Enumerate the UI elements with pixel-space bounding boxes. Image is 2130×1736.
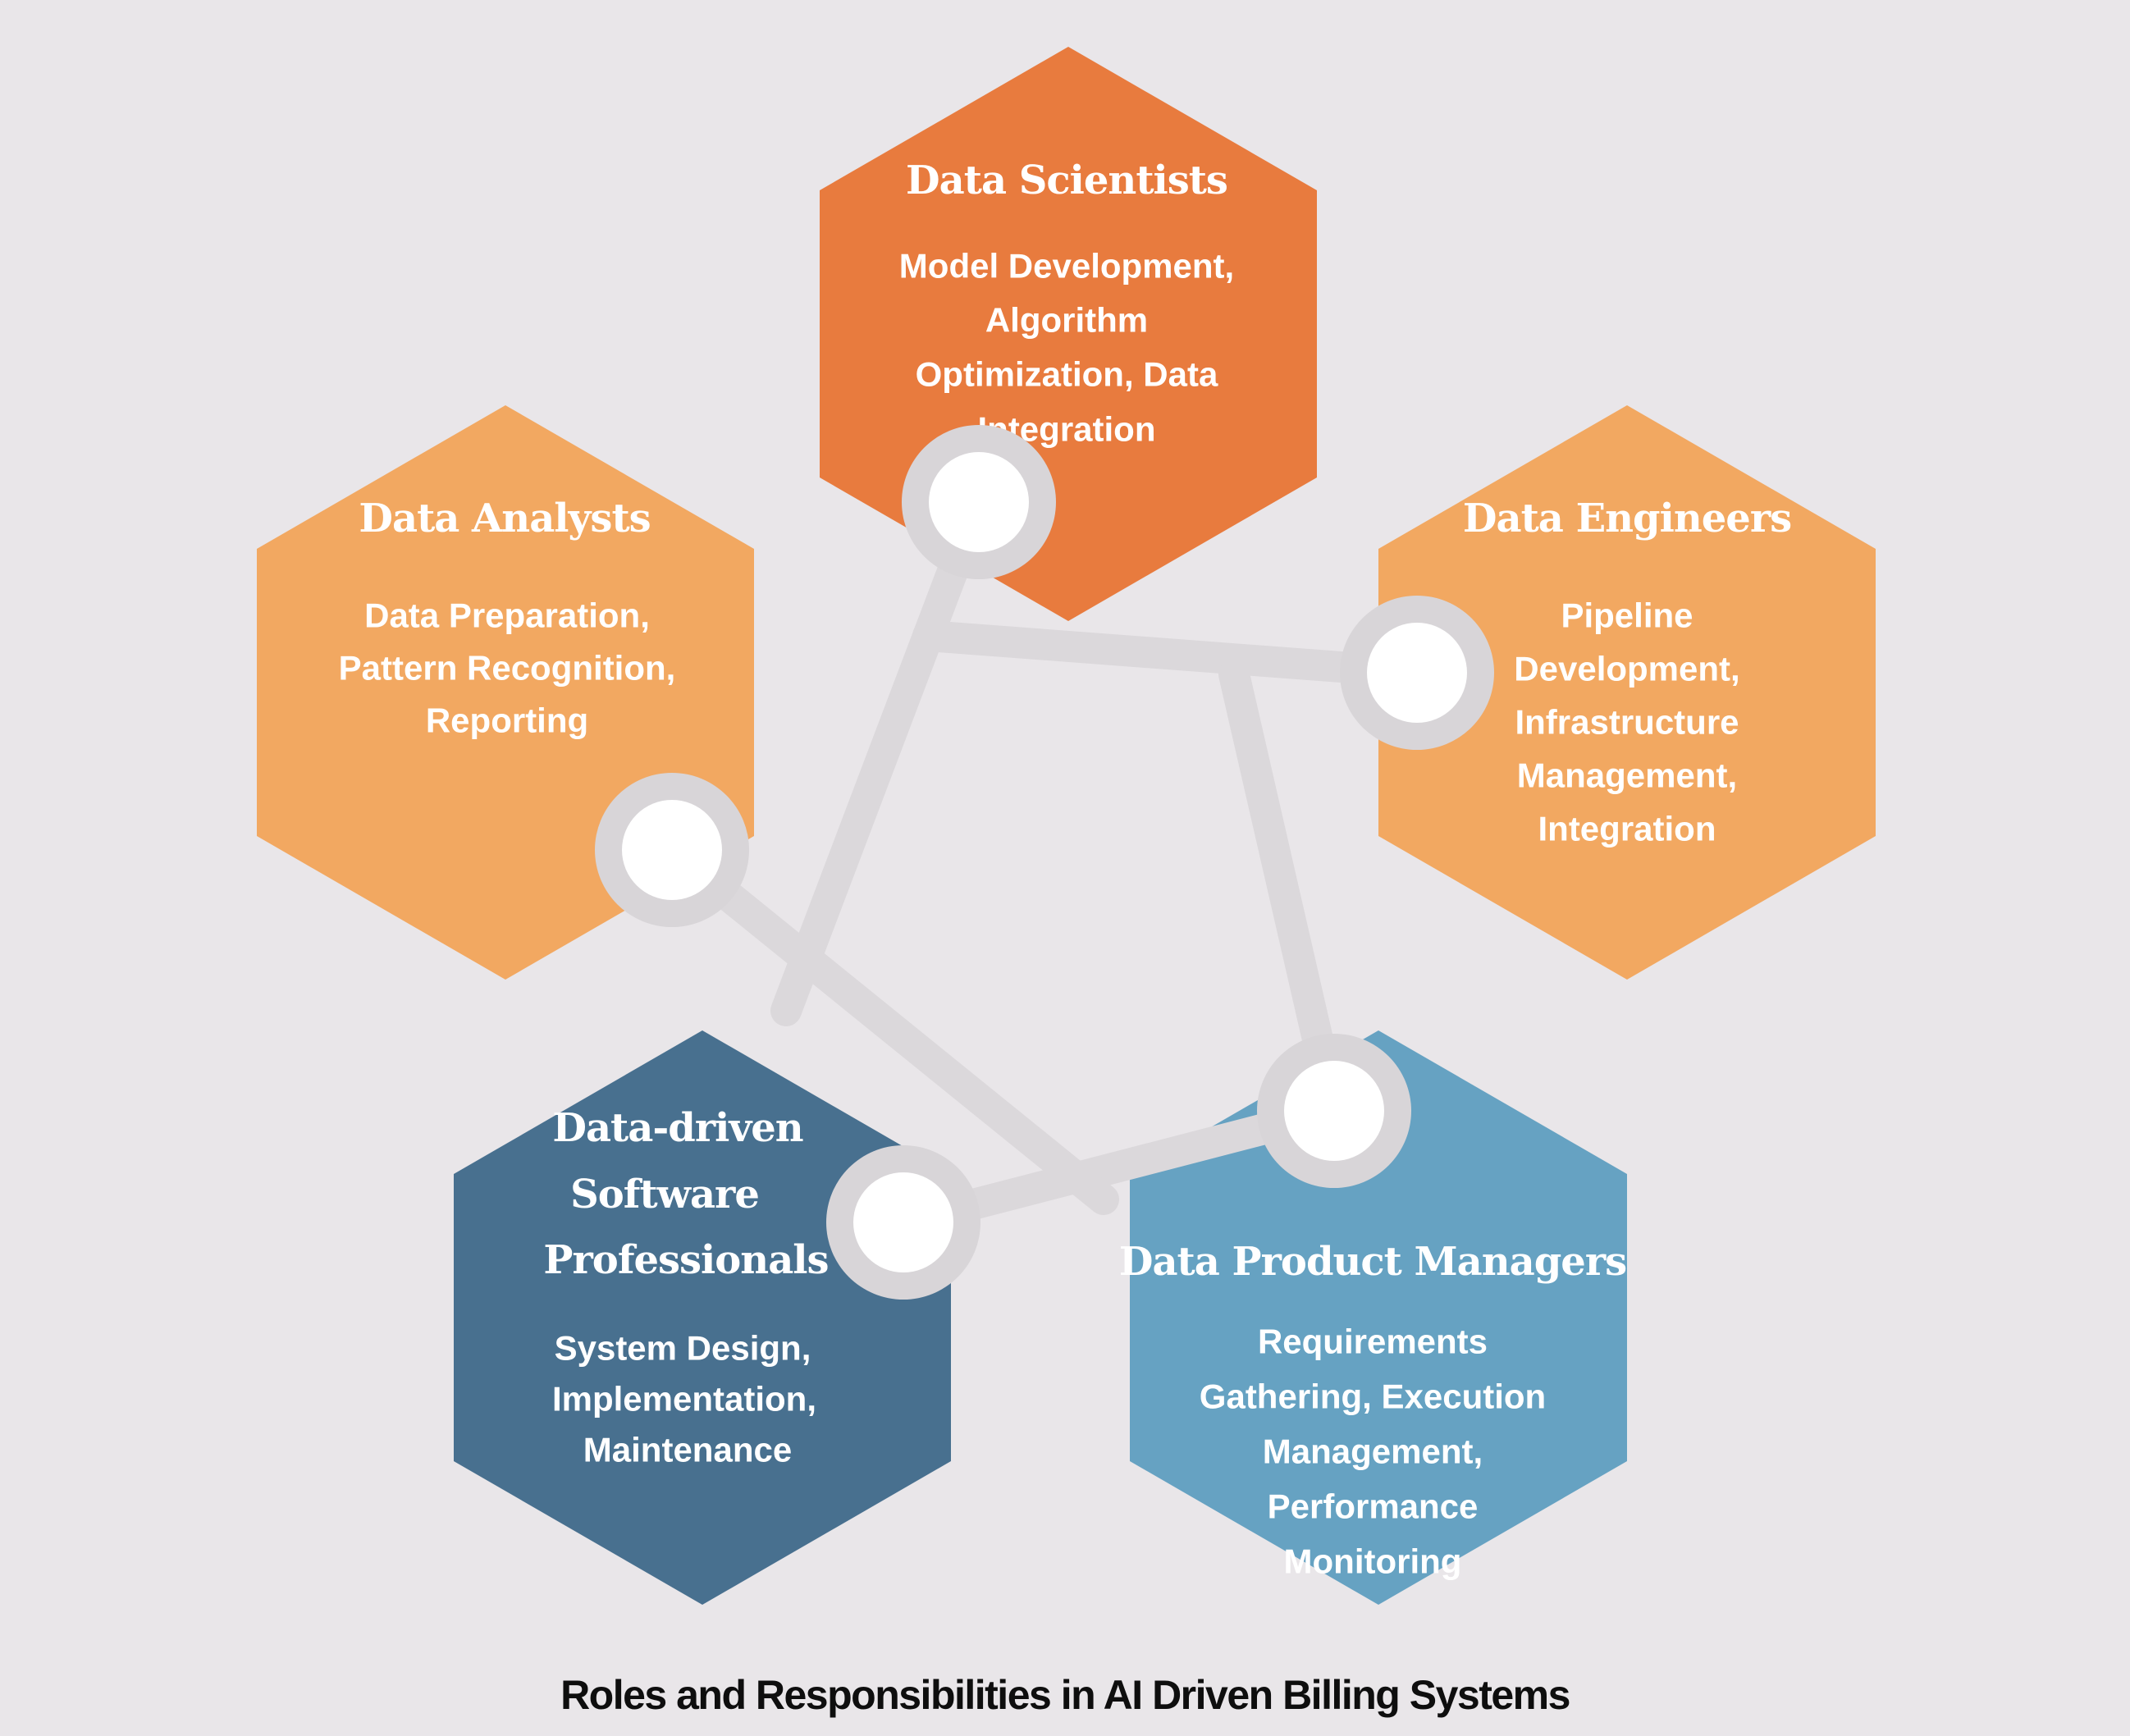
connector-nodes — [595, 425, 1494, 1300]
hexagon-body-line: Reporting — [426, 701, 588, 740]
hexagon-data-product-managers: Data Product Managers Requirements Gathe… — [1119, 1030, 1627, 1605]
node-center — [1284, 1061, 1384, 1161]
hexagon-body-line: Infrastructure — [1515, 703, 1739, 742]
hexagon-title-data-analysts: Data Analysts — [359, 496, 650, 541]
hexagon-title-line: Software — [570, 1172, 759, 1217]
hexagon-body-line: Management, — [1517, 756, 1737, 795]
connector-rod-left-to-bottom — [656, 834, 1119, 1215]
hexagon-data-engineers: Data Engineers Pipeline Development, Inf… — [1378, 405, 1876, 980]
hexagon-title-data-engineers: Data Engineers — [1463, 496, 1791, 541]
hexagon-title-data-driven-software-professionals: Data-driven — [552, 1105, 802, 1151]
page-title: Roles and Responsibilities in AI Driven … — [560, 1672, 1570, 1718]
hexagon-body-line: Gathering, Execution — [1200, 1377, 1546, 1416]
hexagon-body-line: Maintenance — [583, 1431, 792, 1469]
hexagon-data-driven-software-professionals: Data-driven Software Professionals Syste… — [454, 1030, 951, 1605]
hexagon-shape-data-driven-software-professionals — [454, 1030, 951, 1605]
hexagon-title-data-product-managers: Data Product Managers — [1119, 1239, 1626, 1285]
node-center — [929, 452, 1029, 552]
hexagon-body-line: System Design, — [555, 1329, 811, 1368]
connector-rod-top-to-right — [912, 620, 1433, 688]
connector-node-left — [595, 773, 749, 927]
connector-node-top — [902, 425, 1056, 579]
hexagon-body-line: Model Development, — [899, 247, 1234, 286]
hexagon-shape-data-product-managers — [1130, 1030, 1627, 1605]
hexagon-title-data-scientists: Data Scientists — [906, 158, 1227, 203]
node-center — [622, 800, 722, 900]
hexagon-body-line: Performance — [1268, 1487, 1479, 1526]
connector-node-bottom-right — [1257, 1034, 1411, 1188]
hexagon-body-line: Algorithm — [985, 301, 1148, 340]
hexagon-body-line: Integration — [1538, 810, 1716, 848]
hexagon-body-line: Development, — [1514, 650, 1739, 688]
connector-rod-top-to-left — [770, 487, 994, 1026]
hexagon-shape-data-engineers — [1378, 405, 1876, 980]
hexagon-body-line: Pipeline — [1561, 596, 1693, 635]
node-center — [1367, 623, 1467, 723]
connector-node-bottom-left — [826, 1145, 980, 1300]
hexagon-body-line: Data Preparation, — [364, 596, 650, 635]
hexagon-body-line: Implementation, — [552, 1380, 816, 1418]
hexagon-body-line: Requirements — [1258, 1323, 1488, 1361]
hexagon-body-line: Monitoring — [1284, 1542, 1462, 1581]
hexagon-title-line: Professionals — [543, 1237, 828, 1283]
connector-node-right — [1340, 596, 1494, 750]
hexagon-body-line: Management, — [1263, 1432, 1483, 1471]
hexagon-body-line: Optimization, Data — [916, 355, 1218, 394]
node-center — [853, 1172, 953, 1272]
hexagon-body-line: Pattern Recognition, — [339, 649, 676, 688]
